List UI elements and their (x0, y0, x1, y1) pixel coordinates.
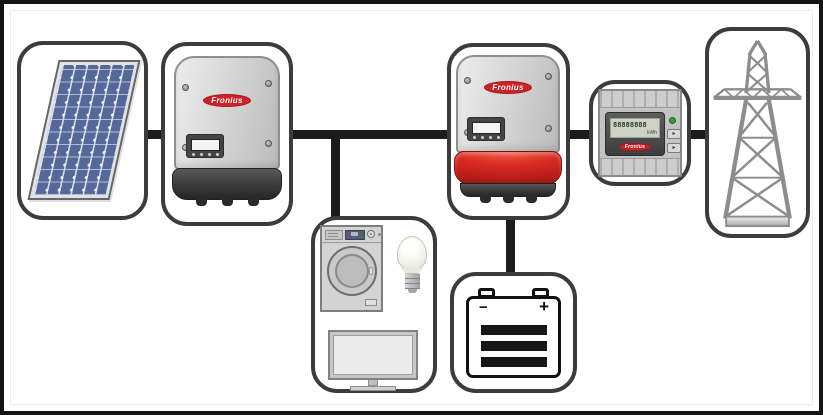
hybrid-connector (526, 195, 537, 203)
meter-button: ▸ (667, 143, 681, 153)
fronius-logo: Fronius (619, 143, 651, 151)
inverter-lcd (191, 139, 220, 151)
fronius-logo-text: Fronius (492, 83, 524, 92)
battery-bar (480, 325, 547, 335)
arrow-right-icon: ▸ (672, 131, 676, 137)
washer-filter-door (365, 299, 377, 306)
hybrid-connector (480, 195, 491, 203)
meter-unit-label: kWh (647, 130, 657, 136)
hybrid-red-band (454, 151, 562, 185)
washing-machine-icon (320, 225, 383, 312)
edge-meter-to-grid (687, 130, 709, 139)
battery-bar (480, 341, 547, 351)
tv-icon (328, 330, 418, 391)
battery-minus-label: − (479, 299, 488, 316)
screw-icon (265, 140, 272, 147)
washer-door-glass (335, 254, 369, 288)
screw-icon (545, 73, 552, 80)
tv-stand-neck (368, 380, 378, 386)
tv-screen (333, 335, 413, 375)
hybrid-connector (503, 195, 514, 203)
battery-bars (480, 325, 547, 373)
inverter-connector (222, 198, 233, 206)
edge-hybrid-to-meter (566, 130, 593, 139)
bulb-screw-base (404, 274, 420, 279)
edge-inverter-to-hybrid (290, 130, 450, 139)
inverter-connector (196, 198, 207, 206)
hybrid-inverter-icon: Fronius (454, 55, 562, 207)
node-battery: − + (450, 272, 577, 393)
node-household-loads (311, 216, 437, 393)
washer-door (327, 246, 377, 296)
meter-led (669, 117, 676, 124)
screw-icon (464, 77, 471, 84)
screw-icon (182, 84, 189, 91)
edge-bus-to-loads (331, 134, 340, 220)
fronius-logo-text: Fronius (624, 144, 646, 150)
bulb-screw-base (404, 279, 420, 284)
edge-solar-to-inverter (143, 130, 164, 139)
meter-display-bezel: 88888888 kWh Fronius (605, 112, 665, 156)
meter-reading: 88888888 (613, 121, 647, 129)
hybrid-front-panel: Fronius (456, 55, 560, 153)
node-solar-panel (17, 41, 148, 220)
node-string-inverter: Fronius (161, 42, 293, 226)
meter-button: ▸ (667, 129, 681, 139)
bulb-screw-base (404, 284, 420, 289)
washer-control-panel (322, 227, 381, 243)
fronius-logo: Fronius (203, 94, 251, 107)
hybrid-buttons (473, 136, 500, 139)
washer-display (345, 230, 365, 240)
bulb-glass (397, 236, 427, 270)
meter-housing-ridges (600, 91, 680, 108)
fronius-logo: Fronius (484, 81, 532, 94)
inverter-base (172, 168, 282, 200)
solar-panel-icon (27, 60, 141, 200)
washer-button (378, 233, 381, 236)
node-hybrid-inverter: Fronius (447, 43, 570, 220)
washer-knob (367, 230, 375, 238)
pylon-icon (709, 33, 806, 233)
light-bulb-icon (395, 236, 429, 293)
hybrid-display (467, 117, 505, 141)
node-smart-meter: 88888888 kWh Fronius ▸ ▸ (589, 80, 691, 186)
battery-icon: − + (466, 296, 561, 378)
screw-icon (545, 125, 552, 132)
hybrid-lcd (472, 122, 501, 134)
washer-latch (369, 267, 373, 275)
arrow-right-icon: ▸ (672, 145, 676, 151)
node-power-grid (705, 27, 810, 238)
bulb-tip (407, 289, 417, 293)
inverter-connector (248, 198, 259, 206)
tv-stand-base (350, 386, 396, 391)
washer-drawer (325, 230, 343, 240)
screw-icon (265, 80, 272, 87)
battery-bar (480, 357, 547, 367)
inverter-icon: Fronius (172, 56, 282, 208)
smart-meter-icon: 88888888 kWh Fronius ▸ ▸ (598, 89, 682, 177)
fronius-logo-text: Fronius (211, 96, 243, 105)
meter-lcd: 88888888 kWh (610, 118, 660, 138)
inverter-buttons (192, 153, 219, 156)
inverter-front-panel: Fronius (174, 56, 280, 170)
bulb-neck (402, 268, 422, 274)
inverter-display (186, 134, 224, 158)
meter-housing-ridges (600, 158, 680, 175)
battery-plus-label: + (539, 297, 549, 316)
edge-hybrid-to-battery (506, 216, 515, 276)
solar-panel-cells (33, 65, 135, 195)
tv-frame (328, 330, 418, 380)
